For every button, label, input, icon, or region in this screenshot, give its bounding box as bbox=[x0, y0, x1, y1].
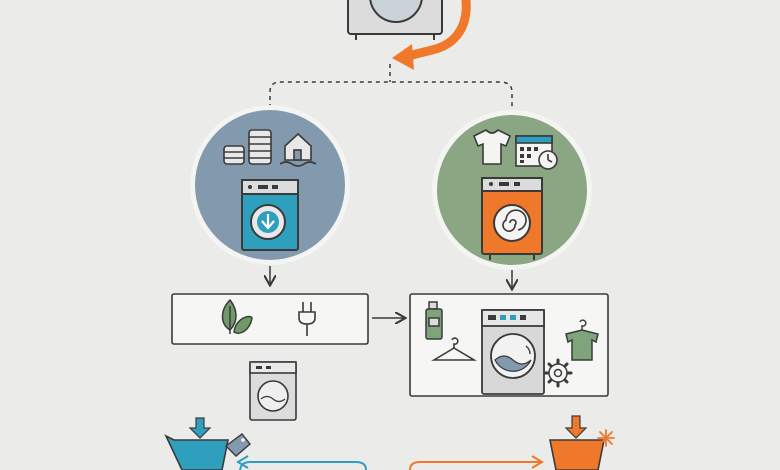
house-icon bbox=[279, 132, 317, 167]
sparkle-icon bbox=[597, 429, 615, 447]
washing-machine-spin-icon bbox=[481, 177, 543, 260]
detergent-bottle-icon bbox=[425, 301, 443, 340]
left-basket-node bbox=[164, 417, 251, 470]
price-tag-icon bbox=[224, 433, 251, 457]
front-load-washer-icon bbox=[481, 309, 545, 395]
basket-down-arrow bbox=[188, 417, 212, 439]
bottom-return-arrows bbox=[236, 455, 544, 470]
shirt-on-hanger-icon bbox=[565, 319, 599, 361]
shopping-basket-icon bbox=[549, 439, 605, 470]
gear-icon bbox=[543, 358, 573, 388]
basket-down-arrow-orange bbox=[564, 415, 588, 439]
shopping-basket-icon bbox=[164, 434, 229, 470]
tshirt-icon bbox=[472, 129, 512, 165]
clothes-hanger-icon bbox=[431, 337, 477, 361]
right-box-node bbox=[409, 293, 609, 397]
small-washer-icon bbox=[249, 361, 297, 421]
washing-machine-download-icon bbox=[241, 179, 299, 251]
left-circle-node bbox=[190, 105, 350, 265]
right-circle-node bbox=[432, 110, 592, 270]
left-box-node bbox=[171, 293, 369, 345]
right-basket-node bbox=[549, 415, 615, 470]
top-washer-icon bbox=[347, 0, 443, 40]
dashed-connector bbox=[269, 64, 513, 108]
calendar-clock-icon bbox=[515, 135, 558, 170]
leaves-icon bbox=[221, 298, 253, 334]
down-arrows bbox=[270, 266, 512, 288]
power-plug-icon bbox=[298, 302, 316, 336]
coins-stack-icon bbox=[223, 129, 272, 165]
orange-return-arrow bbox=[392, 0, 471, 70]
